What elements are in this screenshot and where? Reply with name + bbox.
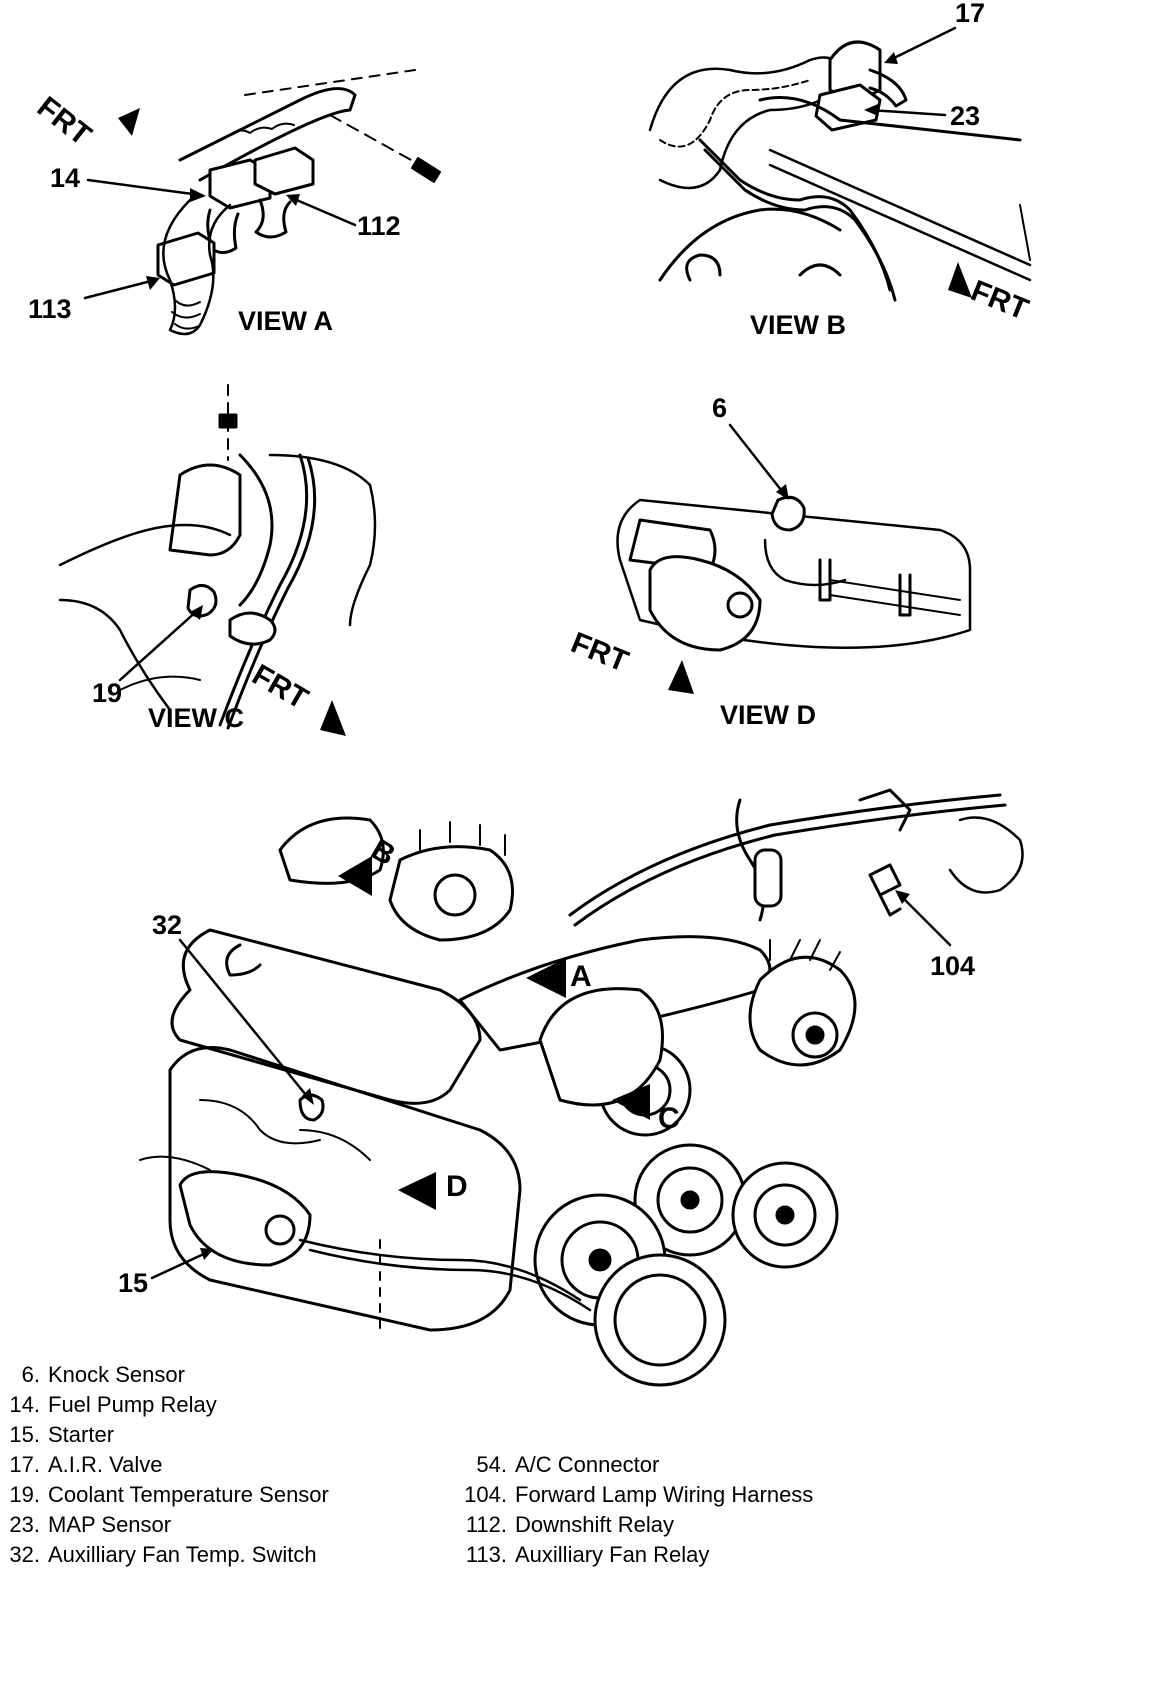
leader-lines — [83, 26, 957, 1280]
legend-item-label: A/C Connector — [515, 1452, 660, 1477]
main-view-letter-a: A — [570, 960, 592, 993]
legend-item-label: MAP Sensor — [48, 1512, 172, 1537]
legend-item-label: Forward Lamp Wiring Harness — [515, 1482, 814, 1507]
legend-item-number: 6. — [21, 1362, 40, 1387]
legend-item-label: Fuel Pump Relay — [48, 1392, 217, 1417]
main-callout-15: 15 — [118, 1268, 149, 1298]
view-a-drawing — [118, 69, 441, 336]
main-view-b-arrow — [338, 856, 372, 896]
view-a-callout-112: 112 — [357, 211, 401, 241]
legend-item-number: 17. — [9, 1452, 40, 1477]
legend-item-number: 32. — [9, 1542, 40, 1567]
main-distributor — [388, 845, 514, 942]
view-d-block — [616, 498, 972, 649]
legend-item-number: 112. — [465, 1512, 507, 1537]
view-a-harness-tube — [178, 87, 357, 182]
main-view-d-arrow — [398, 1172, 436, 1210]
main-callout-104: 104 — [930, 951, 976, 981]
engine-line-art — [58, 26, 1032, 1387]
diagram-page: FRT 14 112 113 VIEW A 17 23 VIEW B FRT 1… — [9, 0, 1033, 1567]
legend-item-number: 54. — [476, 1452, 507, 1477]
view-d-title: VIEW D — [720, 700, 817, 730]
legend-item-label: A.I.R. Valve — [48, 1452, 163, 1477]
view-a-callout-14: 14 — [50, 163, 81, 193]
view-b-map-sensor — [814, 83, 882, 132]
legend-item-label: Downshift Relay — [515, 1512, 674, 1537]
view-a-callout-113: 113 — [28, 294, 72, 324]
view-d-drawing — [616, 495, 972, 694]
main-lamp-connector-104 — [868, 863, 902, 917]
view-b-title: VIEW B — [750, 310, 847, 340]
view-c-drawing — [58, 384, 377, 736]
view-a-frt-arrow — [118, 108, 140, 136]
view-b-callout-23: 23 — [950, 101, 981, 131]
main-view-c-arrow — [612, 1084, 650, 1120]
main-starter — [178, 1170, 312, 1267]
main-view-letter-d: D — [446, 1170, 468, 1203]
legend-item-number: 104. — [464, 1482, 507, 1507]
view-a-relay-113 — [156, 231, 216, 287]
view-b-callout-17: 17 — [955, 0, 986, 28]
main-callout-32: 32 — [152, 910, 183, 940]
legend-item-label: Auxilliary Fan Temp. Switch — [48, 1542, 317, 1567]
main-ac-compressor — [538, 987, 664, 1107]
view-c-frt-arrow — [320, 700, 346, 736]
main-engine-block — [168, 1046, 522, 1332]
main-view-letter-c: C — [658, 1102, 680, 1135]
view-b-frt-arrow — [948, 262, 972, 298]
legend-item-number: 113. — [465, 1542, 507, 1567]
view-c-thermostat-housing — [168, 463, 242, 557]
main-valve-cover-left — [170, 928, 482, 1105]
legend-item-number: 15. — [9, 1422, 40, 1447]
legend-item-number: 19. — [9, 1482, 40, 1507]
main-alternator — [748, 955, 857, 1067]
view-d-knock-sensor — [770, 495, 806, 532]
legend-item-label: Starter — [48, 1422, 115, 1447]
view-d-starter — [648, 555, 762, 652]
view-a-wire-bundle — [162, 198, 232, 336]
legend-item-number: 23. — [9, 1512, 40, 1537]
main-harness-top — [568, 793, 1002, 917]
view-a-title: VIEW A — [238, 306, 334, 336]
view-a-dashed-axis — [244, 69, 416, 96]
legend-item-number: 14. — [9, 1392, 40, 1417]
view-a-relay-112 — [253, 146, 315, 196]
view-d-frt-arrow — [668, 660, 694, 694]
view-c-title: VIEW C — [148, 703, 245, 733]
legend-item-label: Auxilliary Fan Relay — [515, 1542, 710, 1567]
legend-item-label: Coolant Temperature Sensor — [48, 1482, 329, 1507]
view-a-dashed-bolt-line — [329, 114, 421, 166]
main-view-a-arrow — [526, 958, 566, 998]
main-engine-drawing — [139, 788, 1024, 1387]
legend-item-label: Knock Sensor — [48, 1362, 185, 1387]
view-c-callout-19: 19 — [92, 678, 123, 708]
view-a-bolt — [411, 157, 441, 183]
view-b-harness — [648, 56, 852, 190]
view-b-drawing — [648, 40, 1032, 302]
view-d-callout-6: 6 — [712, 393, 728, 423]
